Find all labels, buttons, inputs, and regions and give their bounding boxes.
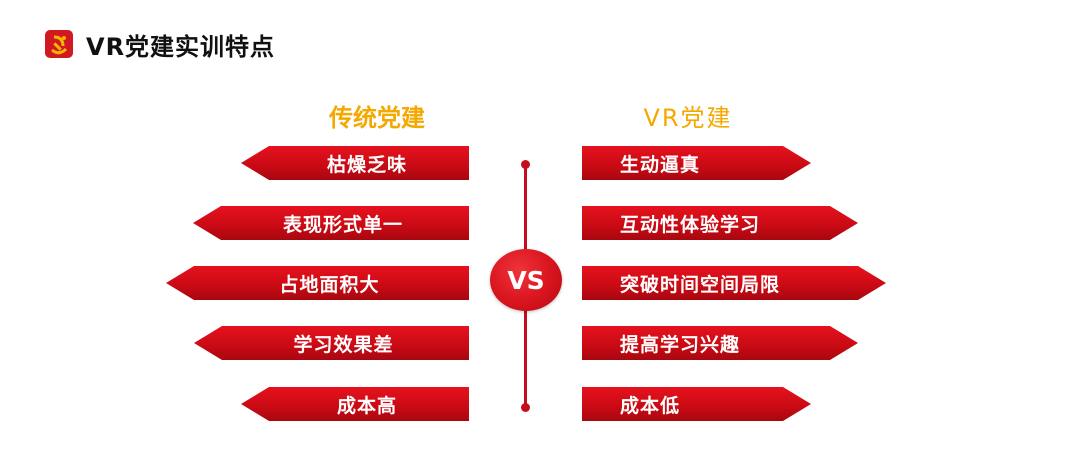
page-title: VR党建实训特点 bbox=[86, 32, 276, 61]
traditional-item-1: 枯燥乏味 bbox=[241, 146, 469, 180]
vr-item-1: 生动逼真 bbox=[582, 146, 811, 180]
traditional-item-3: 占地面积大 bbox=[166, 266, 469, 300]
vr-item-5: 成本低 bbox=[582, 387, 811, 421]
vr-item-2: 互动性体验学习 bbox=[582, 206, 858, 240]
traditional-item-5: 成本高 bbox=[241, 387, 469, 421]
vs-badge: VS bbox=[490, 249, 562, 311]
traditional-item-2: 表现形式单一 bbox=[193, 206, 469, 240]
traditional-item-4: 学习效果差 bbox=[194, 326, 469, 360]
axis-top-dot bbox=[521, 160, 530, 169]
vr-item-4: 提高学习兴趣 bbox=[582, 326, 858, 360]
vr-item-3: 突破时间空间局限 bbox=[582, 266, 886, 300]
axis-bottom-dot bbox=[521, 403, 530, 412]
traditional-column-title: 传统党建 bbox=[329, 104, 425, 132]
party-emblem-icon bbox=[45, 30, 73, 58]
page-header: VR党建实训特点 bbox=[44, 24, 275, 64]
vr-column-title: VR党建 bbox=[643, 104, 733, 132]
